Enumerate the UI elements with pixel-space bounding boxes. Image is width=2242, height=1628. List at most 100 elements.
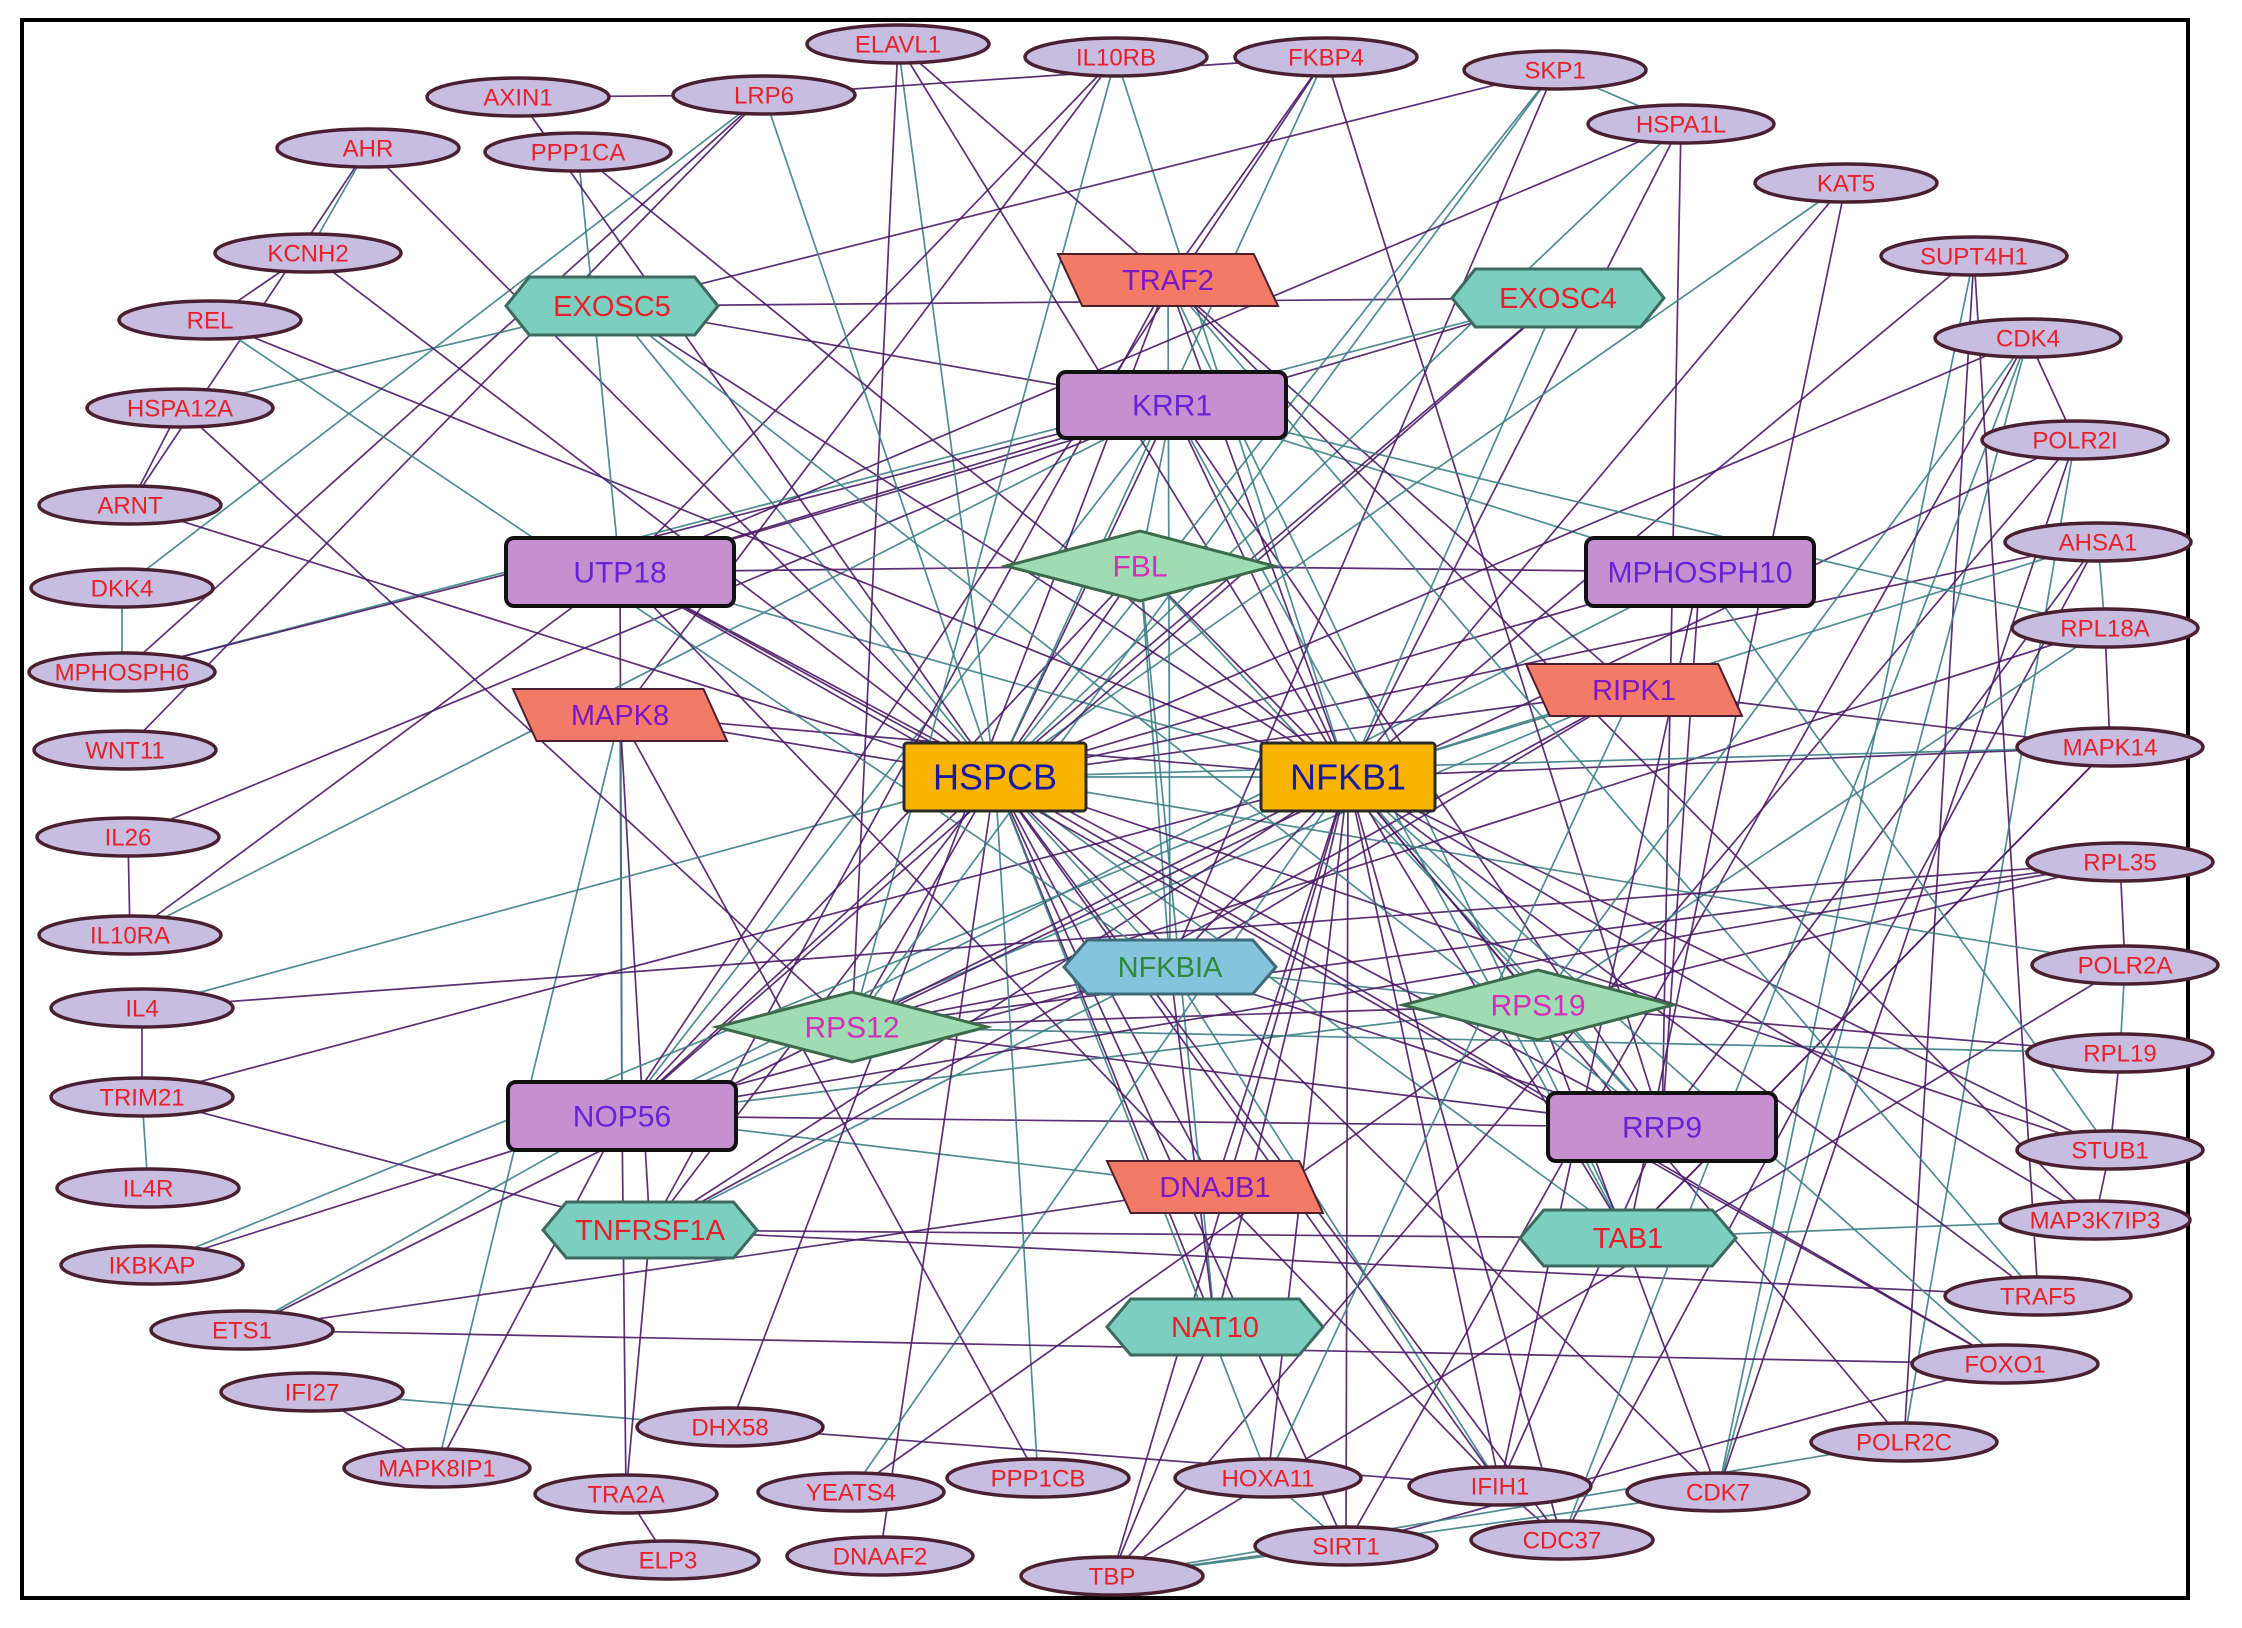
- node-skp1[interactable]: SKP1: [1462, 49, 1648, 91]
- edge-utp18-rrp9: [619, 571, 1663, 1128]
- node-elavl1[interactable]: ELAVL1: [805, 23, 991, 65]
- node-shape-traf2: [1056, 253, 1280, 307]
- node-kat5[interactable]: KAT5: [1753, 162, 1939, 204]
- node-fbl[interactable]: FBL: [1000, 529, 1280, 603]
- node-shape-yeats4: [756, 1471, 946, 1513]
- node-polr2a[interactable]: POLR2A: [2030, 944, 2220, 986]
- node-polr2c[interactable]: POLR2C: [1809, 1421, 1999, 1463]
- node-rpl18a[interactable]: RPL18A: [2010, 607, 2200, 649]
- node-exosc5[interactable]: EXOSC5: [504, 275, 720, 337]
- node-shape-axin1: [425, 76, 611, 118]
- node-label-mapk8: MAPK8: [571, 700, 669, 732]
- node-rrp9[interactable]: RRP9: [1546, 1091, 1778, 1163]
- node-cdk7[interactable]: CDK7: [1625, 1471, 1811, 1513]
- node-il4[interactable]: IL4: [49, 987, 235, 1029]
- node-rpl35[interactable]: RPL35: [2025, 841, 2215, 883]
- node-shape-fkbp4: [1233, 36, 1419, 78]
- node-trim21[interactable]: TRIM21: [49, 1076, 235, 1118]
- node-ppp1ca[interactable]: PPP1CA: [483, 131, 673, 173]
- node-wnt11[interactable]: WNT11: [32, 729, 218, 771]
- node-dhx58[interactable]: DHX58: [635, 1406, 825, 1448]
- node-label-arnt: ARNT: [97, 492, 163, 519]
- node-krr1[interactable]: KRR1: [1056, 370, 1288, 440]
- node-mapk8[interactable]: MAPK8: [511, 688, 729, 742]
- node-hspcb[interactable]: HSPCB: [902, 741, 1088, 813]
- node-shape-ifih1: [1407, 1465, 1593, 1507]
- node-ets1[interactable]: ETS1: [149, 1309, 335, 1351]
- node-arnt[interactable]: ARNT: [37, 484, 223, 526]
- node-shape-nfkbia: [1062, 938, 1278, 996]
- node-nat10[interactable]: NAT10: [1105, 1297, 1325, 1357]
- node-il26[interactable]: IL26: [35, 816, 221, 858]
- edge-trim21-nfkb1: [141, 776, 1349, 1098]
- node-ikbkap[interactable]: IKBKAP: [59, 1244, 245, 1286]
- node-tbp[interactable]: TBP: [1019, 1555, 1205, 1597]
- node-shape-arnt: [37, 484, 223, 526]
- node-shape-rps19: [1397, 968, 1679, 1042]
- edge-ifih1-hspcb: [994, 776, 1501, 1487]
- node-hspa12a[interactable]: HSPA12A: [85, 387, 275, 429]
- node-il10rb[interactable]: IL10RB: [1023, 36, 1209, 78]
- node-ifi27[interactable]: IFI27: [219, 1371, 405, 1413]
- edge-ppp1ca-utp18: [577, 151, 621, 573]
- edge-mphosph6-lrp6: [121, 94, 765, 673]
- node-kcnh2[interactable]: KCNH2: [213, 232, 403, 274]
- node-hoxa11[interactable]: HOXA11: [1173, 1457, 1363, 1499]
- node-utp18[interactable]: UTP18: [504, 536, 736, 608]
- node-il4r[interactable]: IL4R: [55, 1167, 241, 1209]
- node-rps12[interactable]: RPS12: [711, 990, 993, 1064]
- node-mapk14[interactable]: MAPK14: [2015, 726, 2205, 768]
- node-label-elavl1: ELAVL1: [855, 31, 941, 58]
- node-lrp6[interactable]: LRP6: [671, 74, 857, 116]
- node-traf2[interactable]: TRAF2: [1056, 253, 1280, 307]
- node-foxo1[interactable]: FOXO1: [1910, 1343, 2100, 1385]
- node-polr2i[interactable]: POLR2I: [1980, 419, 2170, 461]
- node-shape-ifi27: [219, 1371, 405, 1413]
- edge-rpl18a-rps19: [1537, 627, 2106, 1006]
- node-nfkb1[interactable]: NFKB1: [1259, 741, 1437, 813]
- node-traf5[interactable]: TRAF5: [1943, 1275, 2133, 1317]
- node-rps19[interactable]: RPS19: [1397, 968, 1679, 1042]
- node-tab1[interactable]: TAB1: [1518, 1208, 1738, 1268]
- node-nop56[interactable]: NOP56: [506, 1080, 738, 1152]
- node-supt4h1[interactable]: SUPT4H1: [1879, 235, 2069, 277]
- node-mapk8ip1[interactable]: MAPK8IP1: [342, 1447, 532, 1489]
- node-ifih1[interactable]: IFIH1: [1407, 1465, 1593, 1507]
- node-map3k7ip3[interactable]: MAP3K7IP3: [1998, 1199, 2192, 1241]
- node-ripk1[interactable]: RIPK1: [1524, 663, 1744, 717]
- node-stub1[interactable]: STUB1: [2015, 1129, 2205, 1171]
- node-axin1[interactable]: AXIN1: [425, 76, 611, 118]
- node-il10ra[interactable]: IL10RA: [37, 914, 223, 956]
- node-dkk4[interactable]: DKK4: [29, 567, 215, 609]
- node-exosc4[interactable]: EXOSC4: [1450, 267, 1666, 329]
- node-yeats4[interactable]: YEATS4: [756, 1471, 946, 1513]
- node-hspa1l[interactable]: HSPA1L: [1586, 103, 1776, 145]
- node-cdk4[interactable]: CDK4: [1933, 317, 2123, 359]
- node-shape-ikbkap: [59, 1244, 245, 1286]
- node-fkbp4[interactable]: FKBP4: [1233, 36, 1419, 78]
- node-ahr[interactable]: AHR: [275, 127, 461, 169]
- edge-wnt11-lrp6: [124, 94, 765, 751]
- node-mphosph10[interactable]: MPHOSPH10: [1584, 536, 1816, 608]
- node-cdc37[interactable]: CDC37: [1469, 1519, 1655, 1561]
- node-mphosph6[interactable]: MPHOSPH6: [27, 651, 217, 693]
- node-dnajb1[interactable]: DNAJB1: [1105, 1160, 1325, 1214]
- node-nfkbia[interactable]: NFKBIA: [1062, 938, 1278, 996]
- node-shape-rpl19: [2025, 1032, 2215, 1074]
- node-label-kat5: KAT5: [1817, 170, 1875, 197]
- node-tra2a[interactable]: TRA2A: [533, 1473, 719, 1515]
- node-elp3[interactable]: ELP3: [575, 1539, 761, 1581]
- edge-traf2-nfkb1: [1167, 279, 1349, 778]
- node-rel[interactable]: REL: [117, 299, 303, 341]
- node-rpl19[interactable]: RPL19: [2025, 1032, 2215, 1074]
- node-ppp1cb[interactable]: PPP1CB: [945, 1457, 1131, 1499]
- node-sirt1[interactable]: SIRT1: [1253, 1525, 1439, 1567]
- edge-tnfrsf1a-nfkb1: [649, 776, 1349, 1231]
- node-shape-stub1: [2015, 1129, 2205, 1171]
- node-tnfrsf1a[interactable]: TNFRSF1A: [541, 1200, 759, 1260]
- node-label-ppp1ca: PPP1CA: [531, 139, 626, 166]
- node-label-rpl35: RPL35: [2083, 849, 2156, 876]
- node-ahsa1[interactable]: AHSA1: [2003, 521, 2193, 563]
- node-dnaaf2[interactable]: DNAAF2: [785, 1535, 975, 1577]
- node-label-ahsa1: AHSA1: [2059, 529, 2138, 556]
